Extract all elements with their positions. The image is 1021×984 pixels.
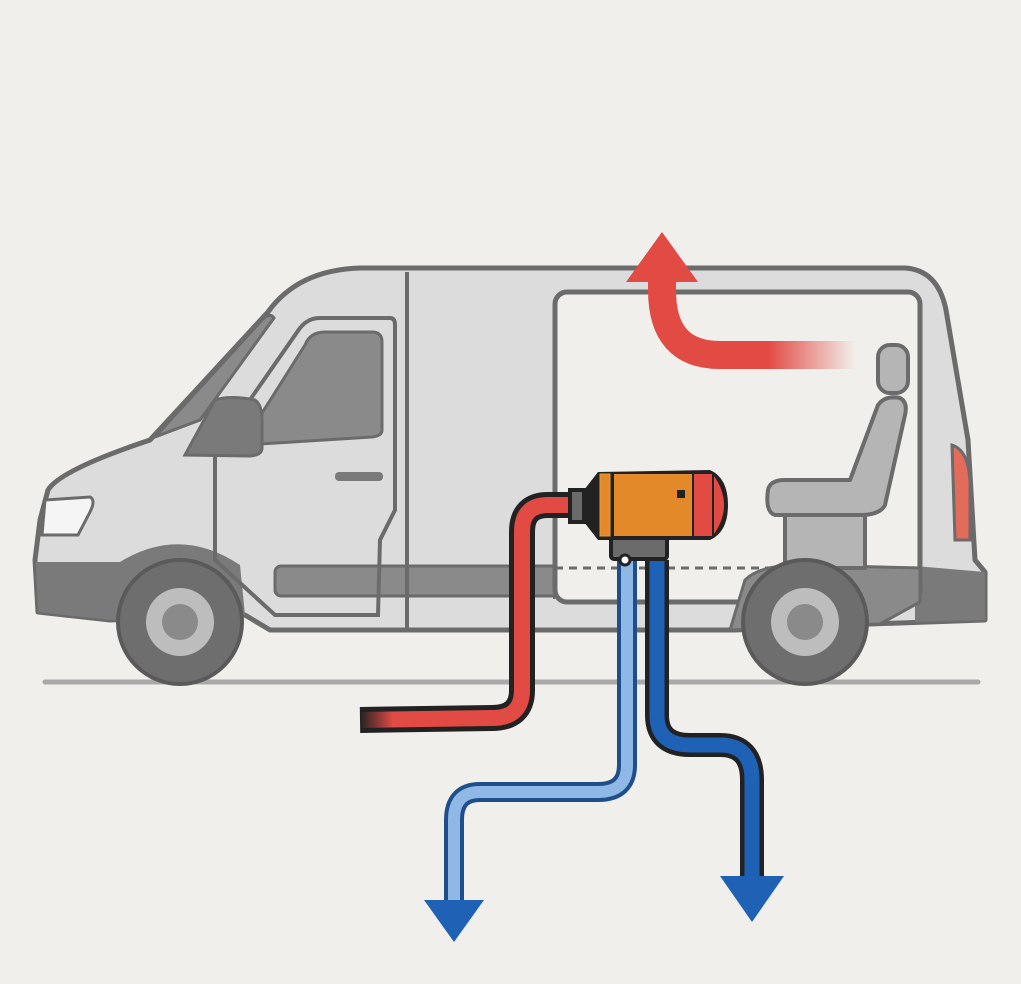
heater-icon — [568, 470, 728, 567]
intake-pipe-icon — [359, 492, 580, 733]
seat-icon — [765, 343, 910, 570]
hot-air-arrow-icon — [626, 232, 855, 369]
front-wheel-icon — [116, 558, 244, 686]
rear-wheel-icon — [741, 558, 869, 686]
fuel-line-arrow-icon — [424, 560, 637, 942]
exhaust-arrow-icon — [645, 560, 784, 922]
